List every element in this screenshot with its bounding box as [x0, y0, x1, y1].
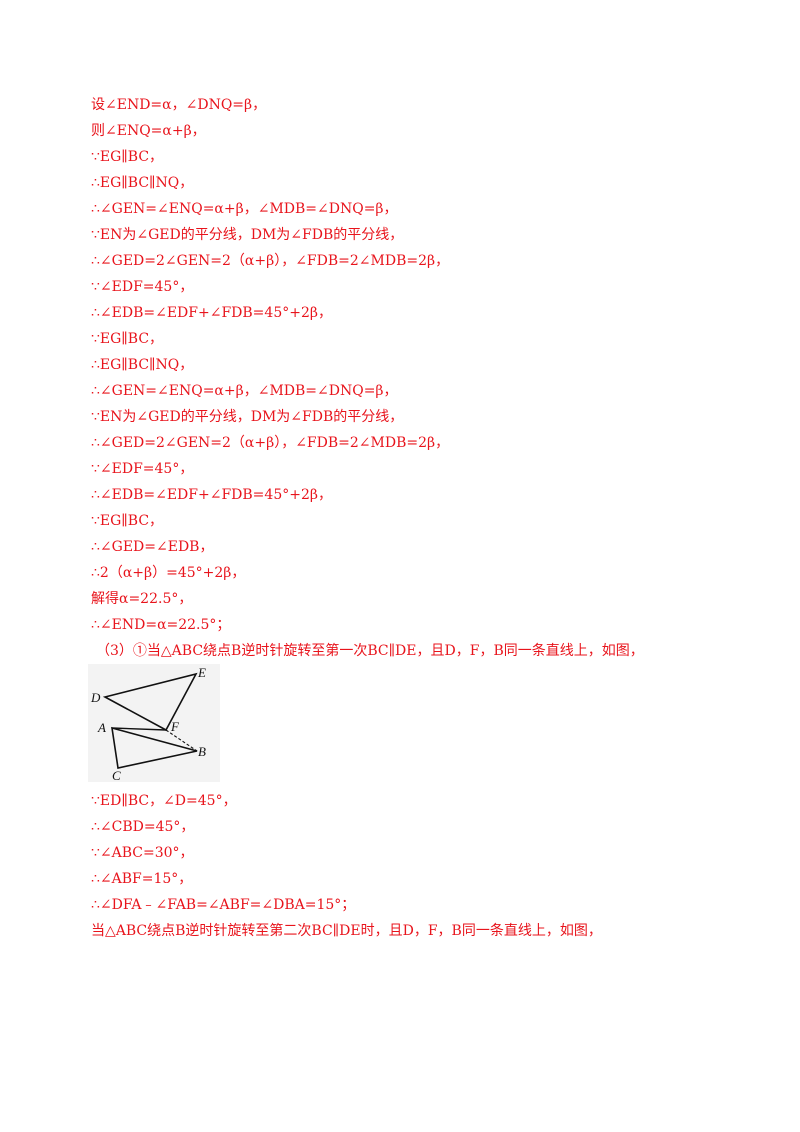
solution-line: ∴∠GED=∠EDB， [91, 539, 214, 555]
solution-line: 设∠END=α，∠DNQ=β， [91, 97, 267, 113]
solution-line: ∴∠GEN=∠ENQ=α+β，∠MDB=∠DNQ=β， [91, 383, 398, 399]
solution-line: ∴∠CBD=45°， [91, 819, 195, 835]
triangle-def [102, 672, 198, 732]
solution-line: ∴EG∥BC∥NQ， [91, 357, 194, 373]
solution-line: ∵EN为∠GED的平分线，DM为∠FDB的平分线， [91, 409, 404, 425]
geometry-figure: D E A F B C [88, 664, 220, 782]
label-e: E [197, 665, 206, 680]
solution-line: ∴∠GEN=∠ENQ=α+β，∠MDB=∠DNQ=β， [91, 201, 398, 217]
solution-line: ∴EG∥BC∥NQ， [91, 175, 194, 191]
solution-line: 当△ABC绕点B逆时针旋转至第二次BC∥DE时，且D，F，B同一条直线上，如图， [91, 923, 602, 939]
triangle-abc [111, 726, 198, 769]
solution-line: ∵∠EDF=45°， [91, 461, 194, 477]
label-b: B [198, 744, 206, 759]
solution-line: ∴∠GED=2∠GEN=2（α+β），∠FDB=2∠MDB=2β， [91, 253, 450, 269]
solution-line: ∴2（α+β）=45°+2β， [91, 565, 246, 581]
label-d: D [90, 690, 101, 705]
solution-line: ∵ED∥BC，∠D=45°， [91, 793, 237, 809]
segment-af [111, 727, 167, 731]
label-f: F [170, 719, 180, 734]
triangles-diagram: D E A F B C [88, 664, 220, 782]
label-c: C [112, 768, 121, 782]
solution-line: ∴∠END=α=22.5°； [91, 617, 231, 633]
part3-intro-line: （3）①当△ABC绕点B逆时针旋转至第一次BC∥DE，且D，F，B同一条直线上，… [96, 643, 644, 659]
solution-line: ∵∠EDF=45°， [91, 279, 194, 295]
solution-line: ∴∠EDB=∠EDF+∠FDB=45°+2β， [91, 487, 332, 503]
solution-line: ∴∠EDB=∠EDF+∠FDB=45°+2β， [91, 305, 332, 321]
solution-line: ∴∠DFA﹣∠FAB=∠ABF=∠DBA=15°； [91, 897, 356, 913]
solution-line: ∴∠ABF=15°， [91, 871, 193, 887]
solution-line: ∴∠GED=2∠GEN=2（α+β），∠FDB=2∠MDB=2β， [91, 435, 450, 451]
solution-line: ∵∠ABC=30°， [91, 845, 194, 861]
segment-fb-dashed [165, 729, 198, 752]
solution-line: 解得α=22.5°， [91, 591, 193, 607]
solution-line: ∵EG∥BC， [91, 149, 164, 165]
solution-line: ∵EG∥BC， [91, 331, 164, 347]
solution-line: 则∠ENQ=α+β， [91, 123, 206, 139]
label-a: A [97, 720, 106, 735]
solution-line: ∵EN为∠GED的平分线，DM为∠FDB的平分线， [91, 227, 404, 243]
solution-line: ∵EG∥BC， [91, 513, 164, 529]
